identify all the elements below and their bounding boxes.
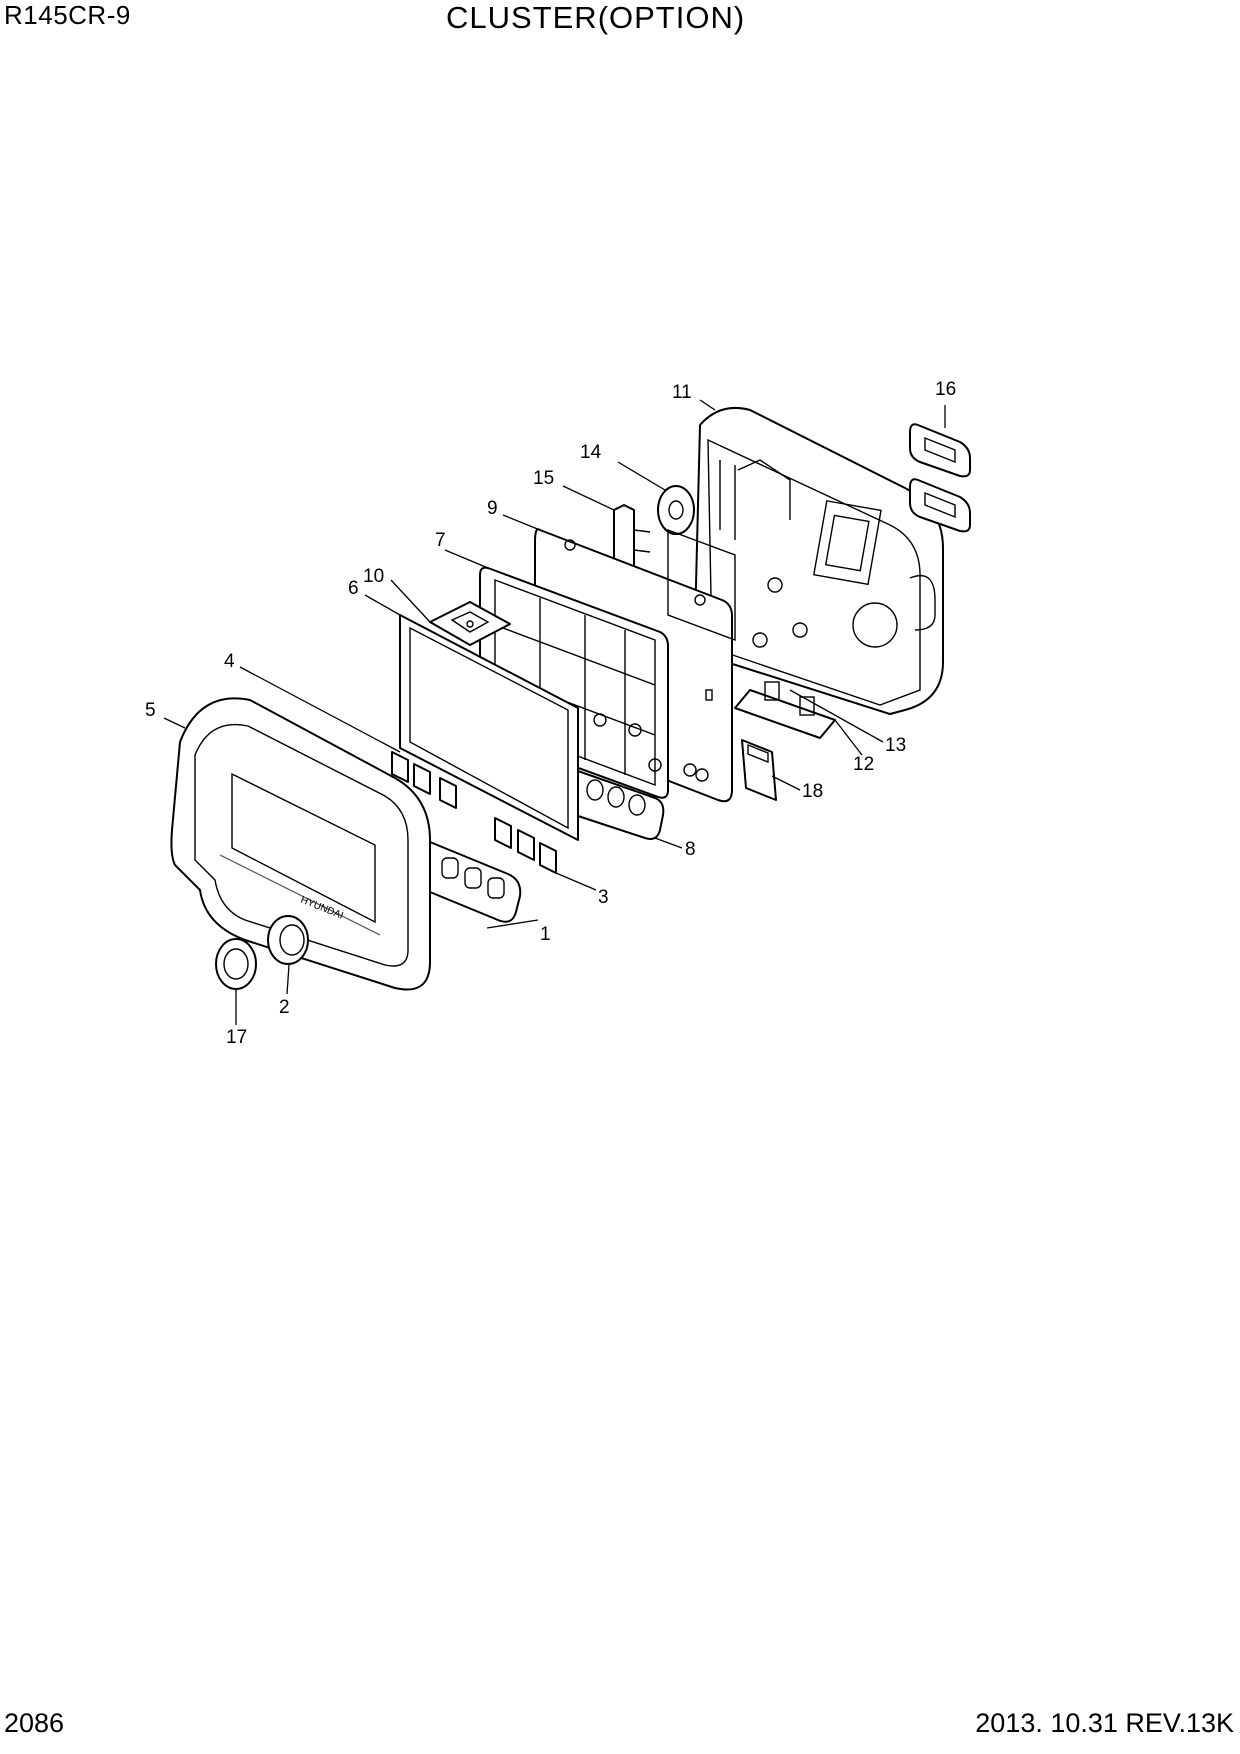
callout-2: 2 xyxy=(279,997,290,1018)
callout-11: 11 xyxy=(672,382,692,403)
callout-10: 10 xyxy=(363,566,384,587)
callout-17: 17 xyxy=(226,1027,247,1048)
callout-1: 1 xyxy=(540,924,551,945)
part-bracket xyxy=(909,423,971,533)
part-rubber-keypad xyxy=(574,769,665,840)
part-front-bezel: HYUNDAI xyxy=(170,697,431,991)
leader-lines xyxy=(163,399,946,1025)
page-number: 2086 xyxy=(4,1708,65,1738)
callout-14: 14 xyxy=(580,442,602,463)
page-title: CLUSTER(OPTION) xyxy=(446,0,746,35)
part-pad xyxy=(429,601,511,646)
part-button-panel xyxy=(429,841,522,923)
callout-13: 13 xyxy=(885,735,906,756)
callout-5: 5 xyxy=(145,700,156,721)
callout-3: 3 xyxy=(598,887,609,908)
callout-16: 16 xyxy=(935,379,956,400)
model-code: R145CR-9 xyxy=(4,0,131,30)
part-connector-board xyxy=(734,681,836,739)
callout-4: 4 xyxy=(224,651,235,672)
part-switches-lower xyxy=(494,817,557,874)
callout-labels: 1 2 3 4 5 6 7 8 9 10 11 12 13 14 15 16 1… xyxy=(145,379,956,1048)
part-memory-card xyxy=(741,739,777,801)
callout-7: 7 xyxy=(435,530,446,551)
callout-8: 8 xyxy=(685,839,696,860)
part-switches-upper xyxy=(391,751,457,809)
callout-18: 18 xyxy=(802,781,823,802)
callout-6: 6 xyxy=(348,578,359,599)
callout-12: 12 xyxy=(853,754,874,775)
part-lcd-display xyxy=(399,614,579,841)
callout-15: 15 xyxy=(533,468,554,489)
part-washer xyxy=(657,485,695,535)
callout-9: 9 xyxy=(487,498,498,519)
part-knob xyxy=(267,915,309,965)
part-cap xyxy=(215,938,257,990)
revision-date: 2013. 10.31 REV.13K xyxy=(975,1708,1234,1738)
